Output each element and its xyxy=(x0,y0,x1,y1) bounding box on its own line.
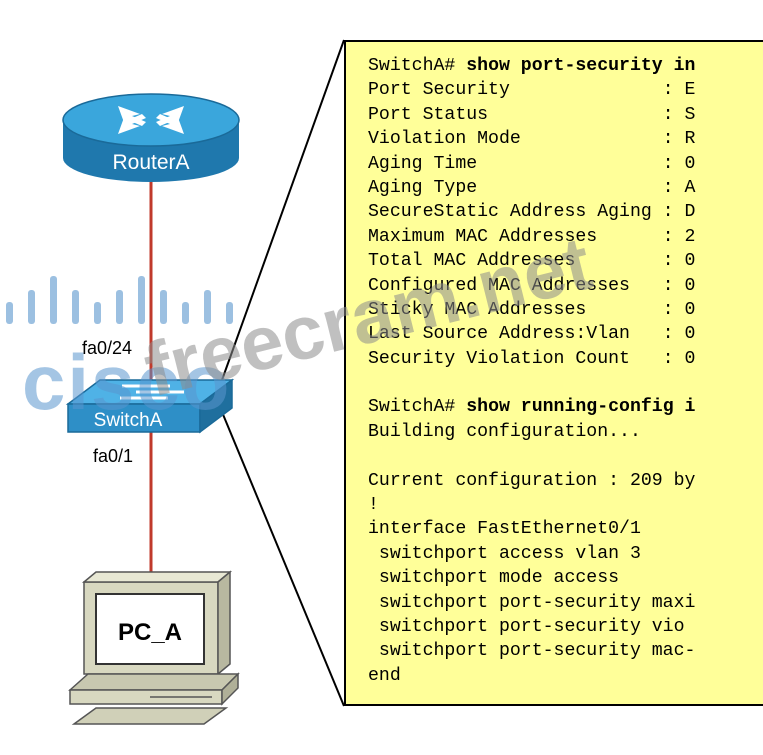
cli-line: Maximum MAC Addresses : 2 xyxy=(368,226,696,247)
cli-line xyxy=(368,444,695,468)
cli-line: switchport port-security mac- xyxy=(368,641,696,662)
cli-line: Total MAC Addresses : 0 xyxy=(368,251,696,272)
cli-line: Sticky MAC Addresses : 0 xyxy=(368,299,696,320)
cli-prompt: SwitchA# xyxy=(368,397,467,418)
cli-line: Last Source Address:Vlan : 0 xyxy=(368,324,696,345)
cli-line: SwitchA# show running-config i xyxy=(368,395,695,419)
cli-line: Configured MAC Addresses : 0 xyxy=(368,275,696,296)
cli-line: Security Violation Count : 0 xyxy=(368,348,696,369)
router-icon[interactable] xyxy=(62,93,240,182)
cli-line: SecureStatic Address Aging : D xyxy=(368,202,696,223)
switch-icon[interactable] xyxy=(65,378,235,434)
cisco-logo-bars xyxy=(6,276,233,324)
cli-line: Port Security : E xyxy=(368,80,696,101)
cli-prompt: SwitchA# xyxy=(368,56,467,76)
switch-label: SwitchA xyxy=(94,410,163,431)
router-label: RouterA xyxy=(112,151,189,174)
cli-line: interface FastEthernet0/1 xyxy=(368,519,641,540)
callout-line-bottom xyxy=(221,411,345,707)
cli-line: switchport port-security maxi xyxy=(368,592,696,613)
cli-line: SwitchA# show port-security in xyxy=(368,54,695,78)
cli-line: ! xyxy=(368,495,379,516)
cli-line: switchport access vlan 3 xyxy=(368,543,641,564)
cli-command: show running-config i xyxy=(466,397,696,418)
cli-line: switchport port-security vio xyxy=(368,616,685,637)
cisco-watermark-text: cisco xyxy=(22,338,232,426)
cli-line xyxy=(368,371,695,395)
cli-line: switchport mode access xyxy=(368,568,620,589)
cli-line: Violation Mode : R xyxy=(368,129,696,150)
cli-line: Building configuration... xyxy=(368,421,641,442)
cli-line: Current configuration : 209 by xyxy=(368,470,696,491)
cli-line: Aging Time : 0 xyxy=(368,153,696,174)
pc-label: PC_A xyxy=(118,619,182,646)
cli-line: end xyxy=(368,665,401,686)
cli-command: show port-security in xyxy=(466,56,696,76)
interface-label-fa0-1: fa0/1 xyxy=(93,446,134,466)
interface-label-fa0-24: fa0/24 xyxy=(82,338,133,358)
pc-icon[interactable] xyxy=(68,570,240,725)
cli-line: Port Status : S xyxy=(368,104,696,125)
callout-line-top xyxy=(221,39,345,381)
cli-line: Aging Type : A xyxy=(368,177,696,198)
